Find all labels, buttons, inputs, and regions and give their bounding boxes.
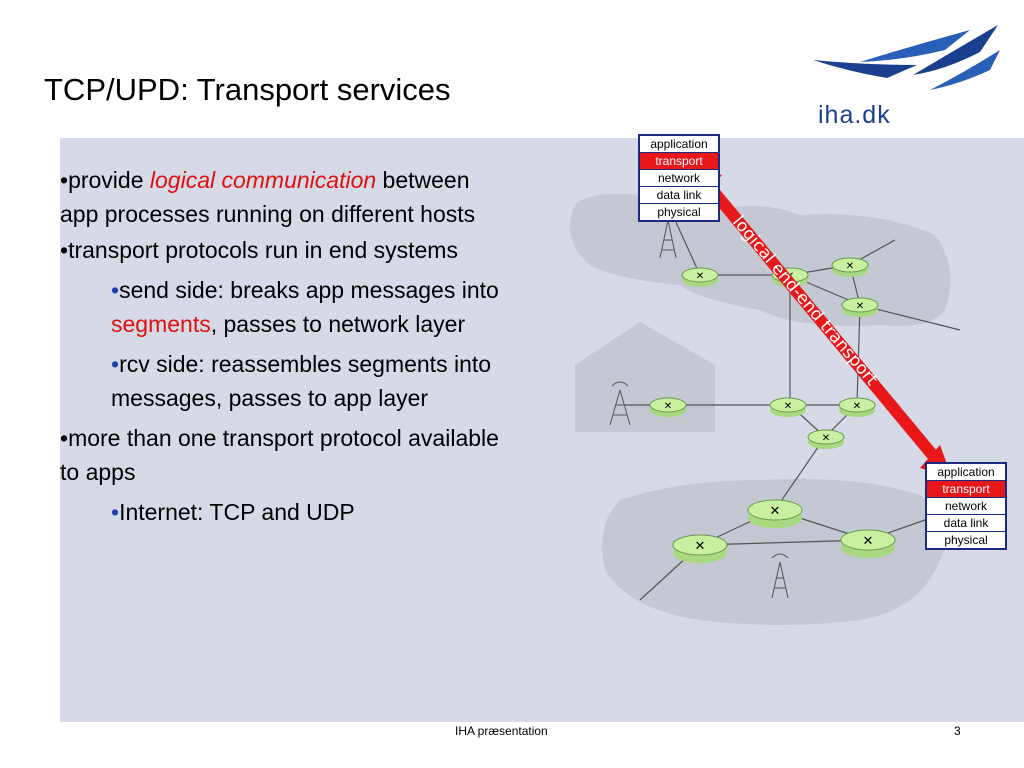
svg-text:✕: ✕ [863,534,874,549]
svg-text:✕: ✕ [784,401,792,412]
layer-physical: physical [657,205,701,219]
layer-physical: physical [944,533,988,547]
bullet-3: •more than one transport protocol availa… [60,425,499,485]
bullet-2-1: •send side: breaks app messages into seg… [111,277,499,337]
router-icon: ✕ [807,429,845,449]
protocol-stack-bottom: application transport network data link … [925,462,1007,550]
wireless-tower-icon [771,553,789,599]
bullet-list: •provide logical communication between a… [60,163,500,535]
svg-text:✕: ✕ [856,301,864,312]
router-icon: ✕ [841,297,879,317]
logo-text: iha.dk [818,101,891,129]
layer-application: application [927,464,1005,481]
isp-cloud [570,193,951,326]
network-diagram: ✕ ✕ ✕ ✕ ✕ ✕ ✕ ✕ ✕ ✕ ✕ logical end-end tr… [570,165,961,625]
svg-text:✕: ✕ [822,433,830,444]
iha-logo-icon [813,25,1000,90]
svg-text:✕: ✕ [696,271,704,282]
layer-transport: transport [927,481,1005,498]
svg-text:✕: ✕ [853,401,861,412]
layer-application: application [640,136,718,153]
wireless-tower-icon [659,219,677,259]
router-icon: ✕ [831,257,869,277]
svg-text:✕: ✕ [664,401,672,412]
router-icon: ✕ [840,529,896,558]
home-network [575,322,715,432]
routers: ✕ ✕ ✕ ✕ ✕ ✕ ✕ ✕ ✕ ✕ ✕ [649,257,896,563]
wireless-tower-icon [609,381,631,426]
svg-text:✕: ✕ [846,261,854,272]
router-icon: ✕ [747,499,803,528]
bullet-1: •provide logical communication between a… [60,167,476,227]
layer-network: network [927,498,1005,515]
svg-text:✕: ✕ [695,539,706,554]
protocol-stack-top: application transport network data link … [638,134,720,222]
router-icon: ✕ [672,534,728,563]
enterprise-cloud [602,479,947,625]
bullet-2-2: •rcv side: reassembles segments into mes… [111,351,492,411]
layer-data-link: data link [927,515,1005,532]
page-number: 3 [954,724,961,738]
slide-title: TCP/UPD: Transport services [44,72,451,107]
layer-transport: transport [640,153,718,170]
bullet-3-1: •Internet: TCP and UDP [111,499,355,525]
svg-text:✕: ✕ [770,504,781,519]
router-icon: ✕ [838,397,876,417]
router-icon: ✕ [769,397,807,417]
bullet-2: •transport protocols run in end systems [60,237,458,263]
layer-data-link: data link [640,187,718,204]
footer-text: IHA præsentation [455,724,548,738]
router-icon: ✕ [681,267,719,287]
router-icon: ✕ [649,397,687,417]
layer-network: network [640,170,718,187]
